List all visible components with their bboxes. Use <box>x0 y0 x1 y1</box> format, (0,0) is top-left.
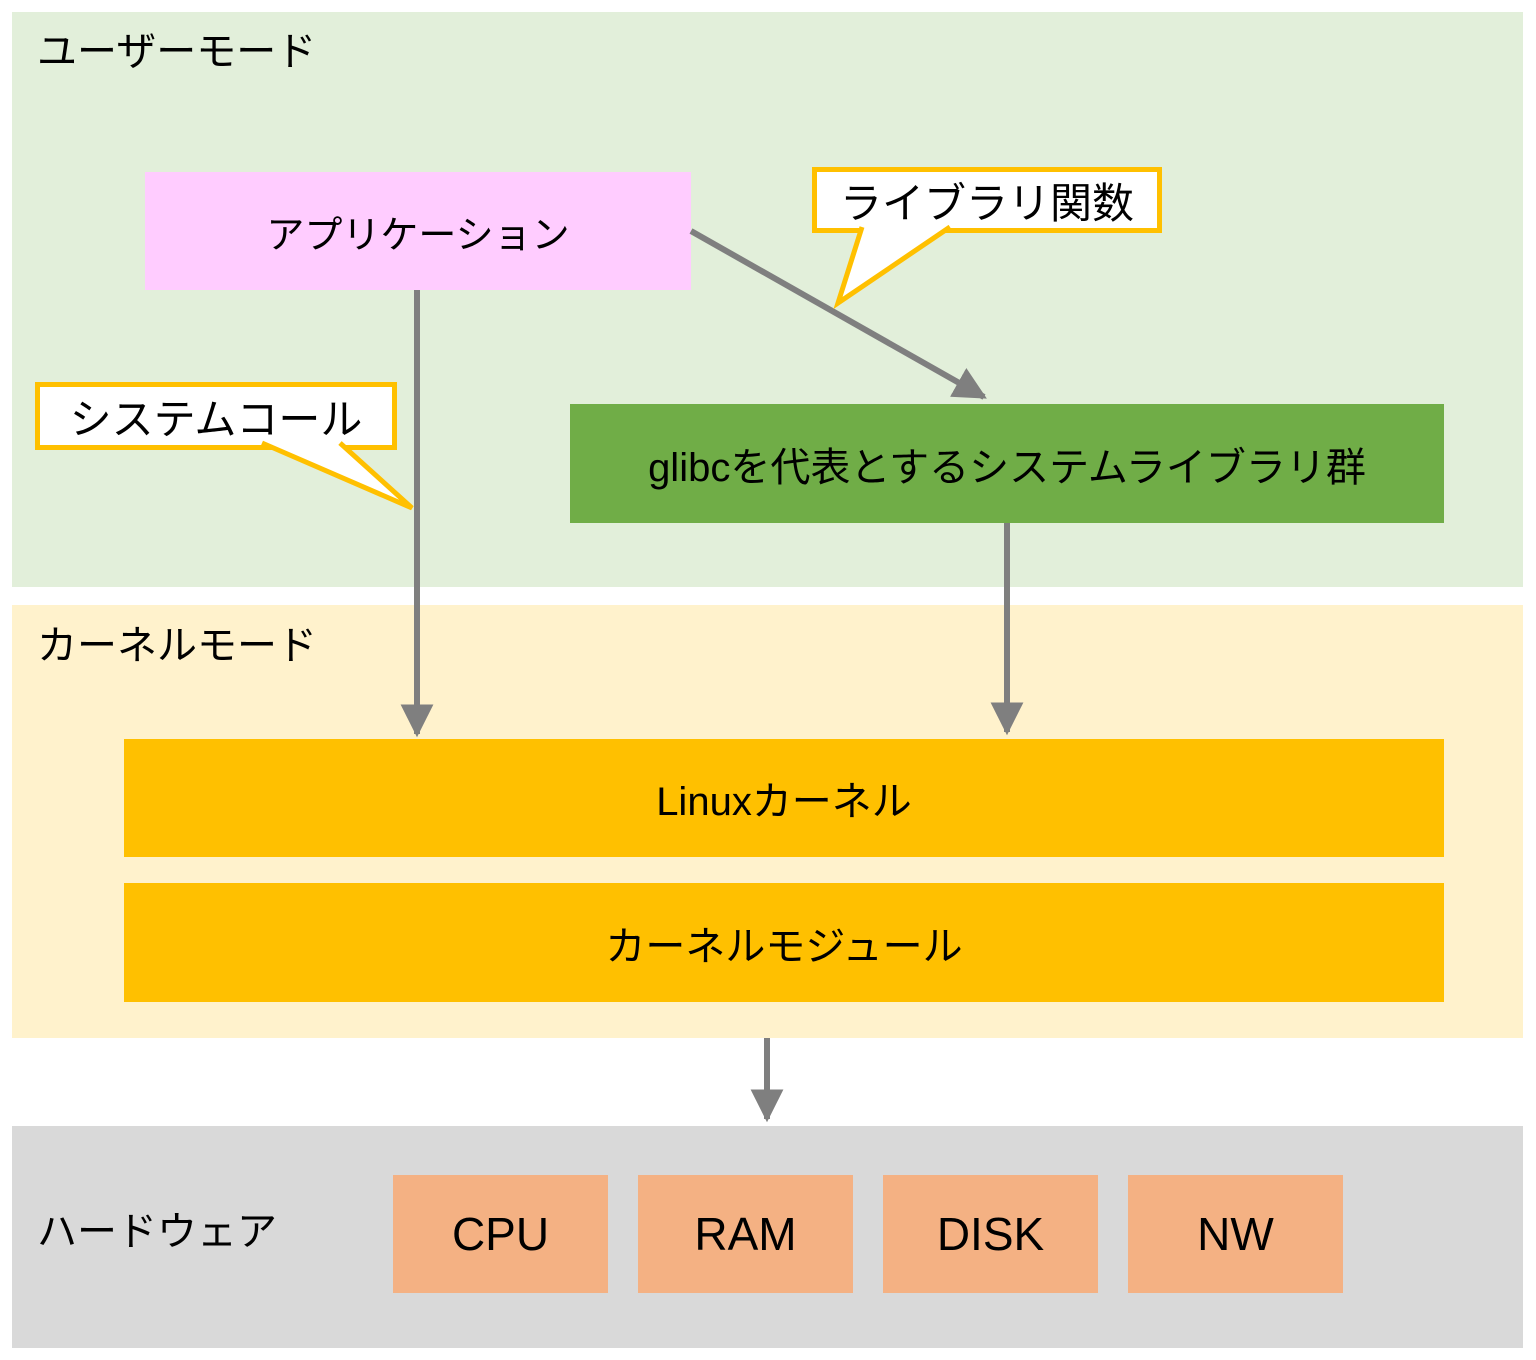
system-call-callout: システムコール <box>35 382 397 450</box>
application-box: アプリケーション <box>145 172 691 290</box>
hardware-box-ram-label: RAM <box>694 1208 797 1260</box>
kernel-module-box-label: カーネルモジュール <box>605 924 963 969</box>
system-call-callout-label: システムコール <box>69 395 363 443</box>
user-mode-label: ユーザーモード <box>37 30 317 74</box>
hardware-box-disk-label: DISK <box>936 1208 1045 1260</box>
library-function-callout-label: ライブラリ関数 <box>839 179 1134 227</box>
hardware-box-cpu-label: CPU <box>451 1208 550 1260</box>
hardware-box-ram: RAM <box>638 1175 853 1293</box>
glibc-system-libraries-box: glibcを代表とするシステムライブラリ群 <box>570 404 1444 523</box>
hardware-box-nw-label: NW <box>1197 1208 1274 1260</box>
hardware-label: ハードウェア <box>37 1210 277 1254</box>
hardware-box-disk: DISK <box>883 1175 1098 1293</box>
linux-kernel-box-label: Linuxカーネル <box>656 780 912 824</box>
library-function-callout: ライブラリ関数 <box>812 167 1162 233</box>
kernel-module-box: カーネルモジュール <box>124 883 1444 1002</box>
linux-kernel-box: Linuxカーネル <box>124 739 1444 857</box>
glibc-box-label: glibcを代表とするシステムライブラリ群 <box>648 445 1366 490</box>
hardware-box-cpu: CPU <box>393 1175 608 1293</box>
application-box-label: アプリケーション <box>266 214 570 257</box>
kernel-mode-label: カーネルモード <box>37 624 317 668</box>
hardware-box-nw: NW <box>1128 1175 1343 1293</box>
